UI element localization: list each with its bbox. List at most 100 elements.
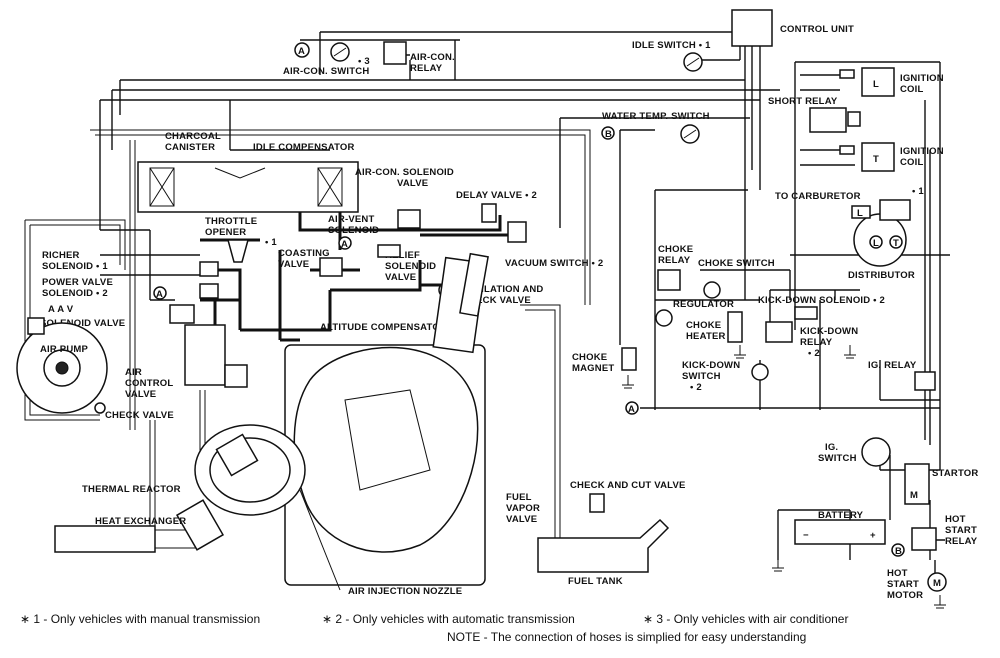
vacuum-hoses: [200, 200, 522, 345]
marker-b-water-label: B: [605, 129, 612, 140]
vacuum-switch-label: VACUUM SWITCH • 2: [505, 258, 603, 269]
kick-down-switch: [751, 363, 769, 381]
fuel-vapor-valve-label-2: VAPOR: [506, 503, 540, 514]
ignition-coil-top-label-1: IGNITION: [900, 73, 944, 84]
ig-relay-label: IG. RELAY: [868, 360, 917, 371]
hot-start-motor: [927, 572, 947, 592]
rotary-engine: [284, 252, 489, 586]
air-control-valve-label-3: VALVE: [125, 389, 156, 400]
delay-valve: [481, 203, 497, 223]
ventilation-valve-label-1: VENTILATION AND: [455, 284, 544, 295]
idle-compensator-label: IDLE COMPENSATOR: [253, 142, 355, 153]
kick-down-switch-label-3: • 2: [690, 382, 702, 393]
coasting-valve-label-1: COASTING: [278, 248, 330, 259]
vacuum-switch: [507, 221, 527, 243]
fuel-vapor-valve-label-3: VALVE: [506, 514, 537, 525]
distributor-label: DISTRIBUTOR: [848, 270, 915, 281]
air-control-valve-label-2: CONTROL: [125, 378, 173, 389]
air-con-solenoid-valve: [397, 209, 421, 229]
battery: [794, 519, 886, 545]
ground-symbols: [622, 345, 946, 609]
marker-a-right-label: A: [628, 404, 635, 415]
air-pump-label: AIR PUMP: [40, 344, 89, 355]
air-control-valve: [184, 324, 226, 386]
regulator: [655, 309, 673, 327]
kick-down-relay-label-3: • 2: [808, 348, 820, 359]
choke-heater-label-2: HEATER: [686, 331, 726, 342]
idle-switch-label: IDLE SWITCH • 1: [632, 40, 711, 51]
kick-down-relay-label-1: KICK-DOWN: [800, 326, 858, 337]
ignition-coil-bottom: [861, 142, 895, 172]
choke-switch: [703, 281, 721, 299]
heat-exchanger-label: HEAT EXCHANGER: [95, 516, 186, 527]
dist-l: L: [873, 238, 879, 249]
hot-start-motor-label-1: HOT: [887, 568, 908, 579]
power-valve-label-1: POWER VALVE: [42, 277, 113, 288]
aav-label: A A V: [48, 304, 74, 315]
air-control-valve-label-1: AIR: [125, 367, 142, 378]
ig-switch: [861, 437, 891, 467]
short-relay-coil: [847, 111, 861, 127]
ignition-coil-top-label-2: COIL: [900, 84, 924, 95]
fuel-vapor-valve-label-1: FUEL: [506, 492, 532, 503]
dist-l2: L: [857, 208, 863, 219]
to-carburetor-label: TO CARBURETOR: [775, 191, 861, 202]
heat-exchanger: [54, 499, 225, 553]
aav-solenoid-valve: [169, 304, 195, 324]
air-con-solenoid-label-2: VALVE: [397, 178, 428, 189]
footnote-1: ∗ 1 - Only vehicles with manual transmis…: [20, 612, 261, 626]
resistor-top: [839, 69, 855, 79]
throttle-opener-note: • 1: [265, 237, 277, 248]
kick-down-switch-label-2: SWITCH: [682, 371, 721, 382]
battery-label: BATTERY: [818, 510, 864, 521]
control-unit: [731, 9, 773, 47]
air-vent-label-2: SOLENOID: [328, 225, 379, 236]
hot-start-relay-label-2: START: [945, 525, 977, 536]
throttle-opener: [227, 239, 249, 263]
resistor-bottom: [839, 145, 855, 155]
relief-valve-label-1: RELIEF: [385, 250, 420, 261]
air-con-switch-note: • 3: [358, 56, 370, 67]
ventilation-valve-label-2: CHECK VALVE: [462, 295, 531, 306]
air-vent-label-1: AIR-VENT: [328, 214, 374, 225]
choke-magnet-label-2: MAGNET: [572, 363, 614, 374]
throttle-opener-label-2: OPENER: [205, 227, 246, 238]
startor-m: M: [910, 490, 918, 501]
hot-start-motor-m: M: [933, 578, 941, 589]
fuel-tank-label: FUEL TANK: [568, 576, 623, 587]
ig-relay: [914, 371, 936, 391]
air-con-switch-label: AIR-CON. SWITCH: [283, 66, 369, 77]
choke-magnet-label-1: CHOKE: [572, 352, 607, 363]
air-con-relay-label-1: AIR-CON.: [410, 52, 455, 63]
marker-a-mid: [338, 236, 352, 250]
air-injection-nozzle-label: AIR INJECTION NOZZLE: [348, 586, 462, 597]
wiring: [99, 31, 950, 575]
short-relay-label: SHORT RELAY: [768, 96, 838, 107]
marker-a-mid-label: A: [341, 239, 348, 250]
distributor-vacuum-unit: [879, 199, 911, 221]
choke-heater-label-1: CHOKE: [686, 320, 721, 331]
check-and-cut-valve: [589, 493, 605, 513]
footnote-2: ∗ 2 - Only vehicles with automatic trans…: [322, 612, 575, 626]
ig-switch-label-1: IG.: [825, 442, 838, 453]
choke-heater: [727, 311, 743, 343]
fuel-tank: [537, 518, 670, 573]
kick-down-relay: [765, 321, 793, 343]
coil-bottom-t: T: [873, 154, 879, 165]
control-unit-label: CONTROL UNIT: [780, 24, 854, 35]
ignition-coil-top: [861, 67, 895, 97]
richer-solenoid-label-1: RICHER: [42, 250, 80, 261]
regulator-label: REGULATOR: [673, 299, 734, 310]
power-valve-label-2: SOLENOID • 2: [42, 288, 108, 299]
short-relay: [809, 107, 847, 133]
ignition-coil-bottom-label-1: IGNITION: [900, 146, 944, 157]
battery-minus: −: [803, 530, 809, 541]
relief-solenoid-valve: [377, 244, 401, 258]
altitude-compensator-label: ALTITUDE COMPENSATOR: [320, 322, 447, 333]
marker-a-left: [153, 286, 167, 300]
choke-relay-label-2: RELAY: [658, 255, 691, 266]
check-valve: [94, 402, 106, 414]
hot-start-motor-label-3: MOTOR: [887, 590, 923, 601]
air-con-relay-label-2: RELAY: [410, 63, 443, 74]
kick-down-switch-label-1: KICK-DOWN: [682, 360, 740, 371]
